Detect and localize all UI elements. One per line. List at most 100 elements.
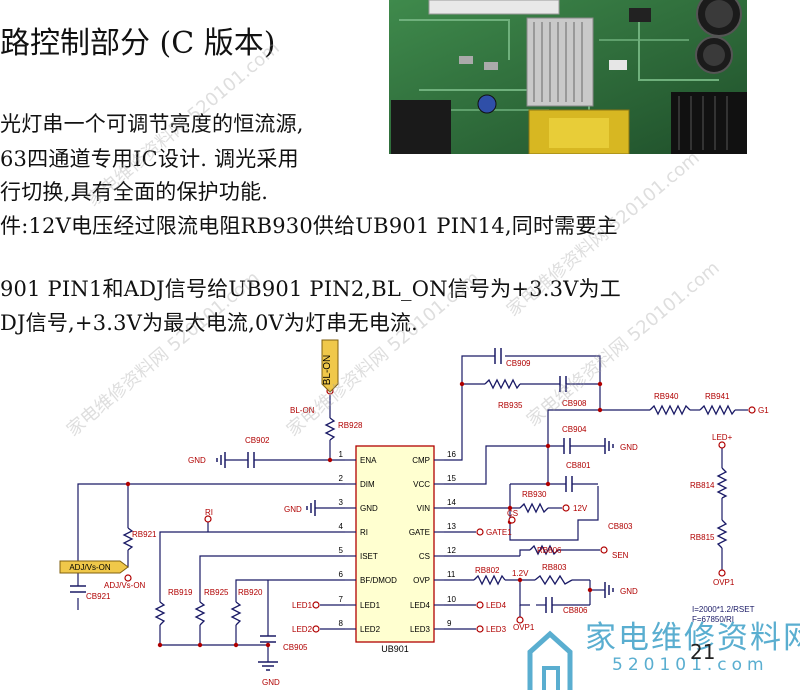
label-cb803: CB803 (608, 522, 633, 531)
label-cb909: CB909 (506, 359, 531, 368)
ic-pin-number: 3 (339, 498, 344, 507)
ic-pin-name: ENA (360, 456, 377, 465)
body-line-1: 光灯串一个可调节亮度的恒流源, (0, 112, 304, 136)
label-12v: 12V (573, 504, 588, 513)
label-cb905: CB905 (283, 643, 308, 652)
ic-pin-number: 16 (447, 450, 456, 459)
label-gnd-cb904: GND (620, 443, 638, 452)
formula-iset: I=2000*1.2/RSET (692, 605, 755, 614)
label-1-2v: 1.2V (512, 569, 529, 578)
logo-url: 520101.com (612, 655, 769, 675)
label-rb928: RB928 (338, 421, 363, 430)
ic-pin-number: 10 (447, 595, 456, 604)
ic-pin-number: 11 (447, 570, 456, 579)
ic-pin-number: 1 (339, 450, 344, 459)
ic-ub901-body (355, 445, 435, 643)
ic-pin-name: LED3 (410, 625, 431, 634)
ic-pin-number: 13 (447, 522, 456, 531)
ic-pin-name: LED4 (410, 601, 431, 610)
ic-pin-number: 8 (339, 619, 344, 628)
circuit-board-photo (389, 0, 747, 154)
label-rb940: RB940 (654, 392, 679, 401)
capacitors (70, 348, 573, 643)
label-ri: RI (205, 508, 213, 517)
label-led-plus: LED+ (712, 433, 733, 442)
label-led1: LED1 (292, 601, 313, 610)
ic-pin-name: LED1 (360, 601, 381, 610)
label-cb806: CB806 (563, 606, 588, 615)
schematic-wires (77, 355, 748, 662)
adj-flag (59, 560, 129, 574)
label-led3: LED3 (486, 625, 507, 634)
ic-pin-number: 15 (447, 474, 456, 483)
label-led4: LED4 (486, 601, 507, 610)
label-bl-on: BL-ON (290, 406, 315, 415)
ic-pin-number: 9 (447, 619, 452, 628)
ic-pin-name: BF/DMOD (360, 576, 397, 585)
bl-on-flag (321, 339, 339, 393)
label-g1: G1 (758, 406, 769, 415)
label-cb908: CB908 (562, 399, 587, 408)
ic-pin-number: 7 (339, 595, 344, 604)
label-gnd-pin3: GND (284, 505, 302, 514)
ic-pin-name: VIN (417, 504, 431, 513)
body-line-2: 63四通道专用IC设计. 调光采用 (0, 147, 299, 171)
ic-pin-name: CMP (412, 456, 430, 465)
ic-pin-number: 5 (339, 546, 344, 555)
slide-title: 路控制部分 (C 版本) (0, 26, 276, 61)
label-led2: LED2 (292, 625, 313, 634)
label-gate1: GATE1 (486, 528, 512, 537)
ic-pin-name: RI (360, 528, 368, 537)
schematic-labels: BL-ON RB928 CB902 GND GND RI RB921 ADJ/V… (86, 359, 769, 687)
ic-pin-name: ISET (360, 552, 378, 561)
bl-on-flag-label: BL-ON (322, 355, 333, 386)
label-rb930: RB930 (522, 490, 547, 499)
label-ovp1: OVP1 (513, 623, 535, 632)
label-rb921: RB921 (132, 530, 157, 539)
resistors (122, 378, 736, 626)
ic-pin-number: 4 (339, 522, 344, 531)
schematic-diagram: BL-ON ADJ/Vs-ON 1ENA2DIM3GND4RI5ISET6BF/… (59, 339, 769, 687)
label-rb935: RB935 (498, 401, 523, 410)
logo-name: 家电维修资料网 (585, 620, 800, 656)
body-line-6: DJ信号,+3.3V为最大电流,0V为灯串无电流. (0, 311, 418, 335)
label-rb815: RB815 (690, 533, 715, 542)
ic-pin-name: GATE (409, 528, 430, 537)
label-rb802: RB802 (475, 566, 500, 575)
label-cb904: CB904 (562, 425, 587, 434)
ic-name: UB901 (381, 644, 409, 654)
page-number: 21 (690, 640, 716, 664)
ic-pin-name: CS (419, 552, 430, 561)
ic-pin-number: 6 (339, 570, 344, 579)
label-cb921: CB921 (86, 592, 111, 601)
body-line-4: 件:12V电压经过限流电阻RB930供给UB901 PIN14,同时需要主 (0, 214, 618, 238)
logo-house-icon (527, 630, 573, 690)
label-sen: SEN (612, 551, 629, 560)
label-cs: CS (507, 509, 518, 518)
ic-pin-name: LED2 (360, 625, 381, 634)
ic-pin-name: VCC (413, 480, 430, 489)
ic-pin-name: OVP (413, 576, 430, 585)
label-rb806: RB806 (537, 546, 562, 555)
ground-symbols (216, 438, 614, 671)
ic-pin-name: GND (360, 504, 378, 513)
label-rb941: RB941 (705, 392, 730, 401)
body-line-3: 行切换,具有全面的保护功能. (0, 180, 269, 204)
terminal-circles (124, 387, 756, 633)
formula-ri: F=67850/RI (692, 615, 734, 624)
formulas: I=2000*1.2/RSET F=67850/RI (692, 605, 755, 624)
label-cb902: CB902 (245, 436, 270, 445)
ic-pin-name: DIM (360, 480, 375, 489)
body-line-5: 901 PIN1和ADJ信号给UB901 PIN2,BL_ON信号为+3.3V为… (0, 277, 621, 301)
adj-flag-label: ADJ/Vs-ON (69, 563, 111, 572)
label-ovp1-right: OVP1 (713, 578, 735, 587)
label-rb803: RB803 (542, 563, 567, 572)
label-rb920: RB920 (238, 588, 263, 597)
label-rb919: RB919 (168, 588, 193, 597)
ic-pin-number: 2 (339, 474, 344, 483)
label-gnd-ovp: GND (620, 587, 638, 596)
ic-pin-number: 12 (447, 546, 456, 555)
label-rb814: RB814 (690, 481, 715, 490)
ic-pin-number: 14 (447, 498, 456, 507)
